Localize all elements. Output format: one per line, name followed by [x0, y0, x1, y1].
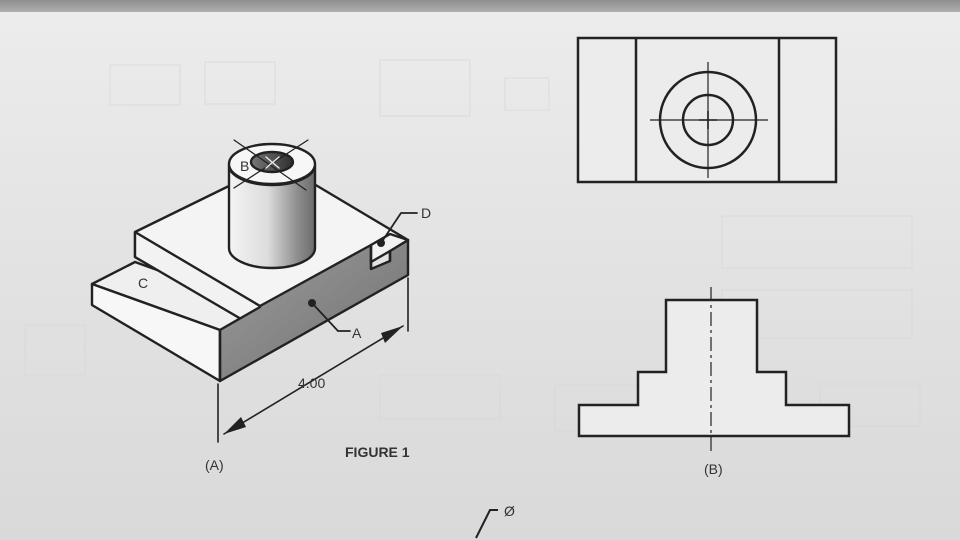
surface-label-a: A — [352, 325, 362, 341]
dimension-arrow-right — [381, 326, 403, 343]
bottom-leader-symbol — [475, 509, 498, 539]
isometric-view-a — [90, 139, 418, 443]
surface-label-d: D — [421, 205, 431, 221]
surface-label-c: C — [138, 275, 148, 291]
figure-title: FIGURE 1 — [345, 444, 410, 460]
dimension-arrow-left — [224, 417, 246, 434]
diameter-symbol-label: Ø — [504, 503, 515, 519]
view-label-b: (B) — [704, 461, 723, 477]
dimension-line-400 — [223, 325, 404, 435]
dimension-text-400: 4.00 — [298, 375, 325, 391]
orthographic-front-view — [577, 287, 851, 452]
orthographic-top-view — [576, 36, 838, 184]
leader-line-d — [380, 212, 418, 244]
leader-dot-d — [377, 239, 385, 247]
surface-label-b: B — [240, 158, 249, 174]
leader-dot-a — [308, 299, 316, 307]
leader-line-a — [311, 302, 351, 332]
view-label-a: (A) — [205, 457, 224, 473]
